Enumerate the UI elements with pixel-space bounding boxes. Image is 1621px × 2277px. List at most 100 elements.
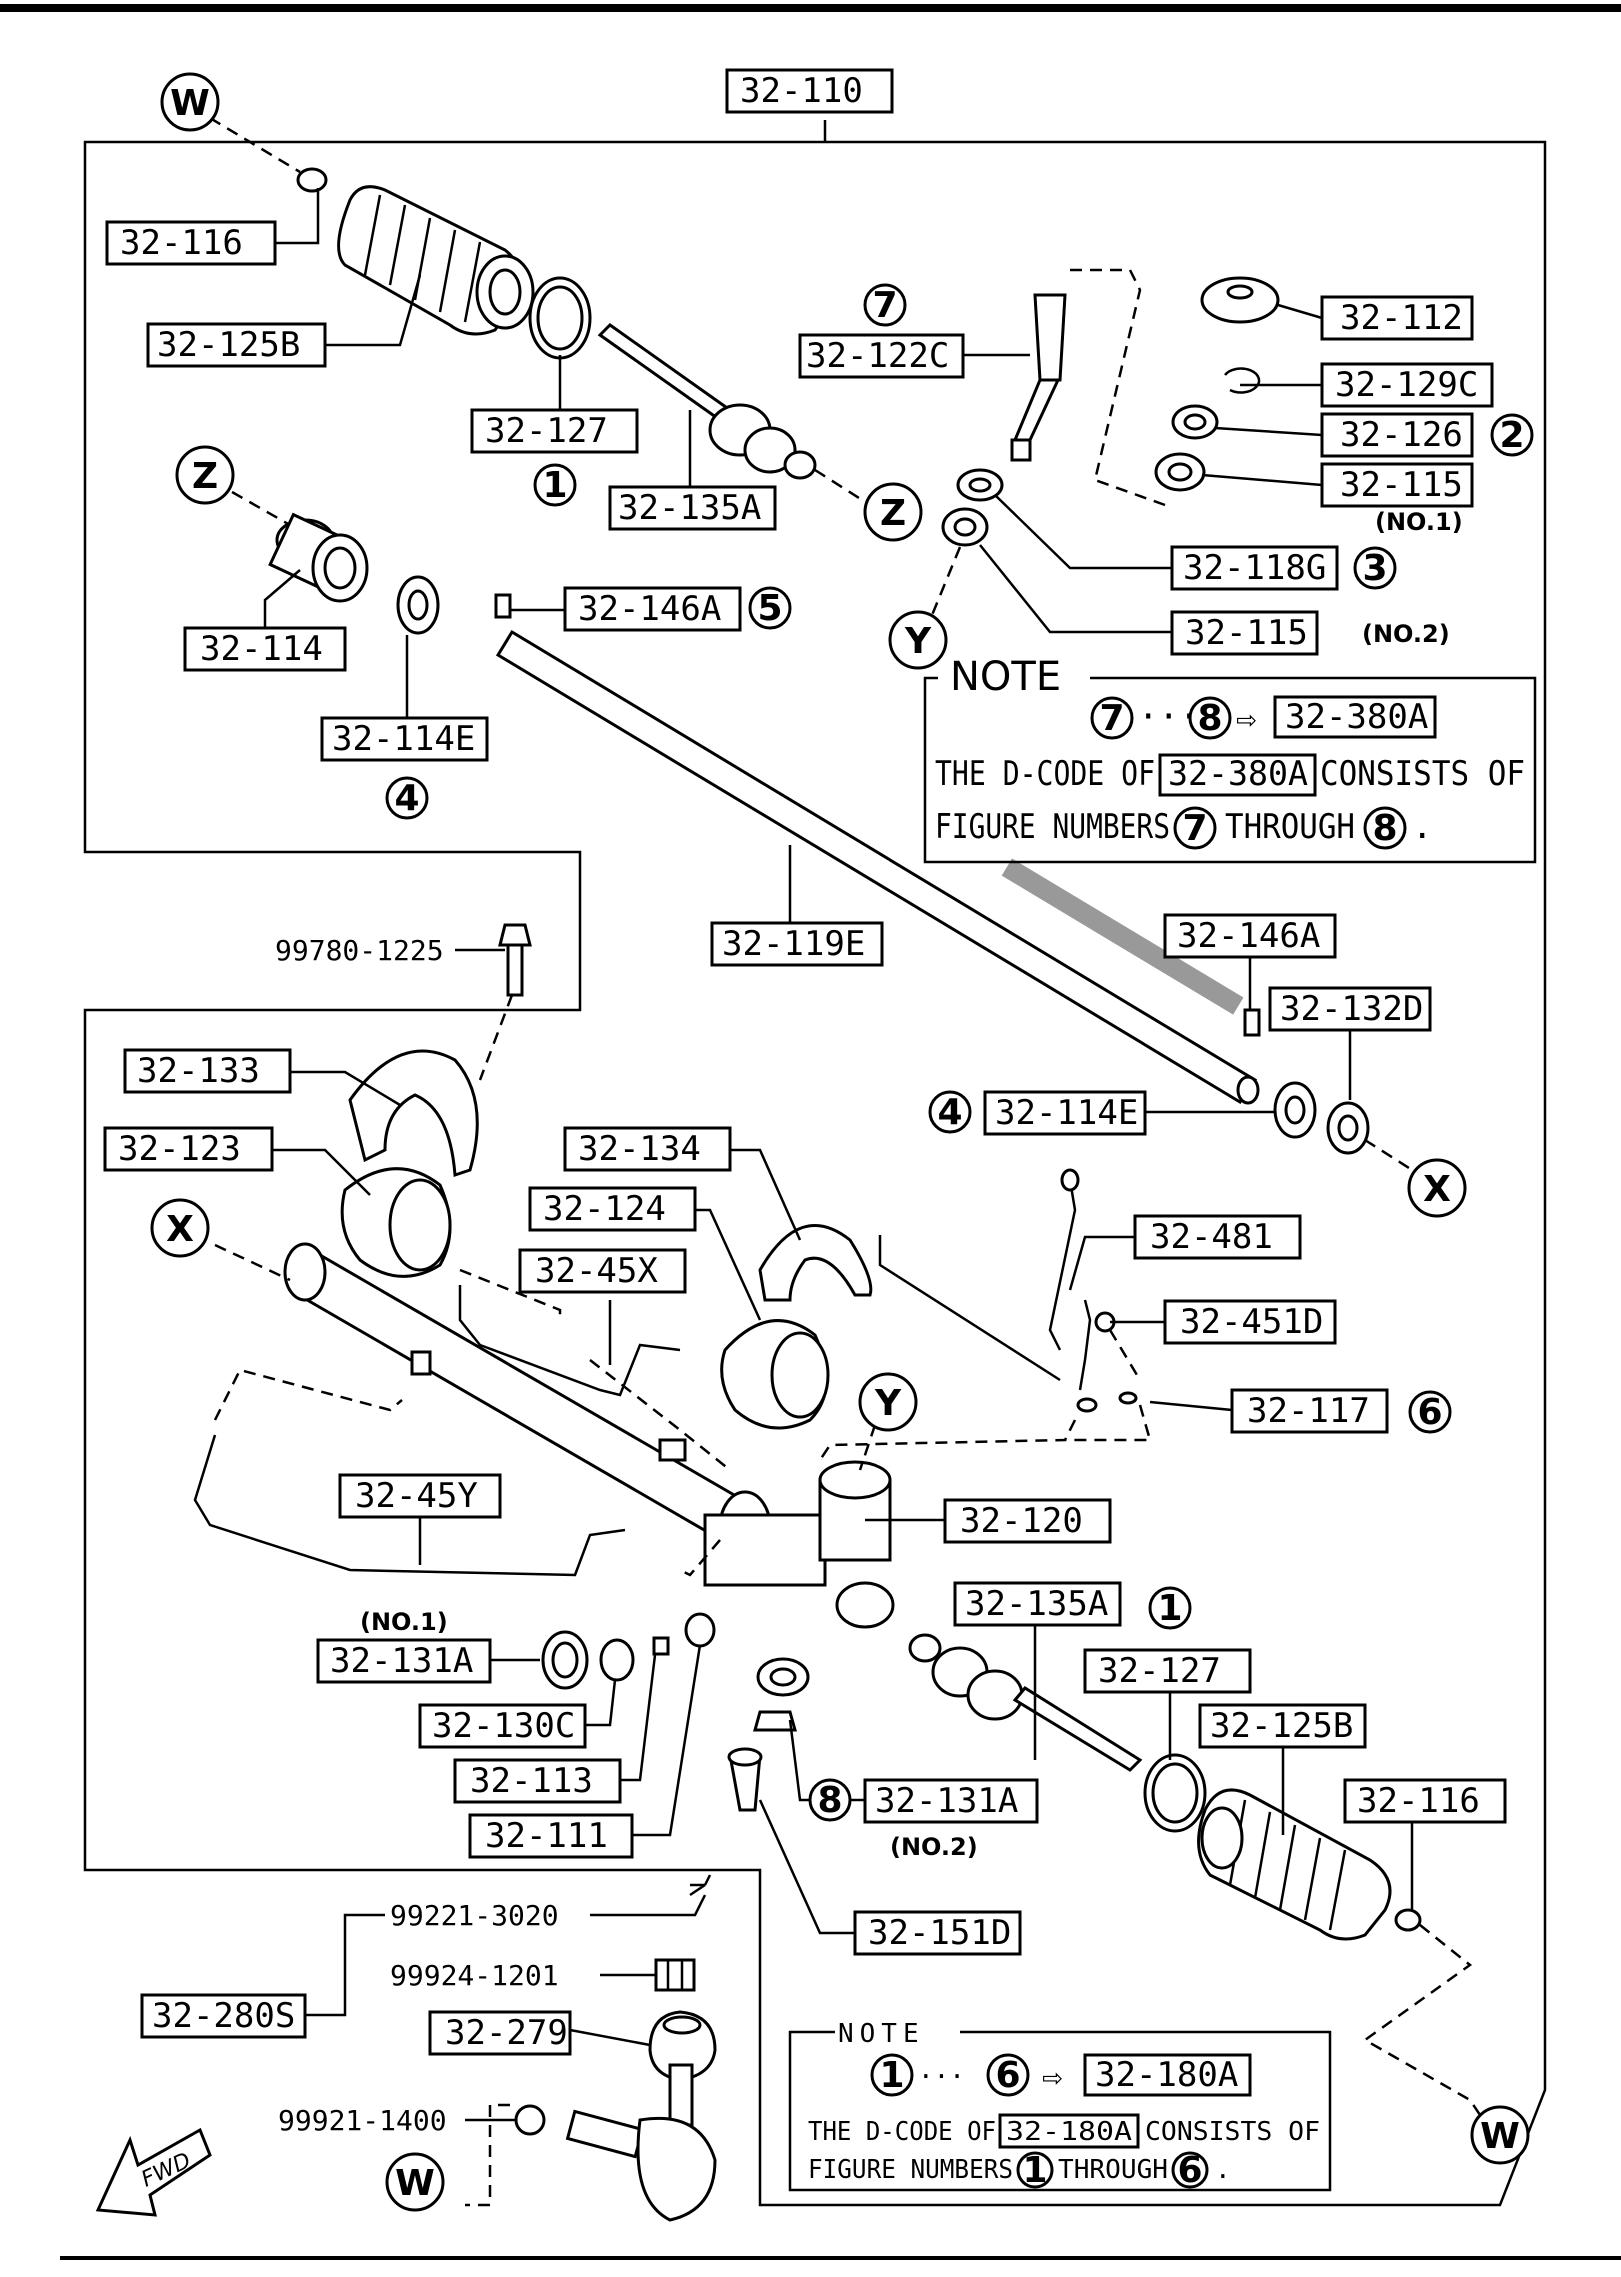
partnum-99924: 99924-1201 [390, 1959, 559, 1992]
marker-1-bot: 1 [1148, 1586, 1192, 1630]
note2-line3-marker-6: 6 [1171, 2150, 1209, 2191]
tie-rod-part [597, 323, 817, 480]
partnum-99221: 99221-3020 [390, 1899, 559, 1932]
callout-32-117: 32-117 [1230, 1388, 1389, 1434]
svg-text:1: 1 [542, 465, 567, 506]
callout-32-45x: 32-45X [518, 1248, 687, 1294]
leader-w-top [209, 116, 301, 174]
svg-text:Y: Y [874, 1383, 902, 1424]
callout-32-131a-no2: 32-131A [863, 1778, 1039, 1824]
callout-32-114e-top: 32-114E [320, 716, 489, 762]
mount-bracket-part [348, 1049, 479, 1178]
mount-bushing-124-face [770, 1331, 830, 1419]
svg-text:W: W [170, 83, 210, 124]
marker-3: 3 [1353, 546, 1397, 590]
svg-text:32-130C: 32-130C [432, 1706, 575, 1746]
note1-line3-marker-8: 8 [1363, 806, 1407, 850]
marker-w-bottom-right: W [1470, 2105, 1530, 2165]
svg-text:32-114E: 32-114E [995, 1093, 1138, 1133]
svg-text:32-134: 32-134 [578, 1129, 701, 1169]
svg-text:32-126: 32-126 [1340, 415, 1463, 455]
svg-text:32-119E: 32-119E [722, 924, 865, 964]
o-ring-part [1076, 1397, 1098, 1413]
svg-text:32-151D: 32-151D [868, 1913, 1011, 1953]
note1-line3-a: FIGURE NUMBERS [935, 807, 1170, 847]
o-ring-leaders [818, 1329, 1152, 1461]
marker-4-mid: 4 [928, 1090, 972, 1134]
boot-ring-lower-part [1143, 1753, 1207, 1833]
marker-4-top: 4 [385, 776, 429, 820]
note1-marker-8: 8 [1188, 696, 1232, 740]
bushing-part [268, 512, 369, 603]
pipe-link [679, 1539, 721, 1577]
mount-bracket-134-part [758, 1224, 873, 1302]
marker-y-top: Y [888, 610, 948, 670]
callout-32-116-top: 32-116 [105, 220, 277, 266]
marker-7-top: 7 [863, 283, 907, 327]
svg-text:32-135A: 32-135A [618, 488, 761, 528]
callout-32-110: 32-110 [725, 68, 894, 114]
callout-32-115-no1: 32-115 [1320, 462, 1474, 508]
marker-1-top: 1 [533, 463, 577, 507]
marker-x-right: X [1407, 1158, 1467, 1218]
lower-bearing-parts [727, 1657, 810, 1812]
note2-line2-ref: 32-180A [1006, 2117, 1132, 2147]
callout-32-123: 32-123 [103, 1126, 274, 1172]
svg-text:32-118G: 32-118G [1183, 548, 1326, 588]
marker-6: 6 [1408, 1390, 1452, 1434]
svg-text:Z: Z [880, 493, 906, 534]
svg-text:32-45Y: 32-45Y [355, 1476, 478, 1516]
callout-32-45y: 32-45Y [338, 1473, 502, 1519]
svg-text:1: 1 [1157, 1588, 1182, 1629]
svg-text:W: W [1480, 2116, 1520, 2157]
callout-32-134: 32-134 [563, 1126, 732, 1172]
svg-text:32-135A: 32-135A [965, 1584, 1108, 1624]
callout-32-114: 32-114 [183, 626, 347, 672]
svg-text:X: X [1423, 1169, 1451, 1210]
bearing-no1-part [1154, 452, 1206, 492]
yoke-parts [541, 1612, 716, 1690]
svg-text:32-114: 32-114 [200, 629, 323, 669]
callout-32-120: 32-120 [943, 1498, 1112, 1544]
leader-y-top [928, 546, 962, 621]
note1-line3-marker-7: 7 [1173, 806, 1217, 850]
note1-title: NOTE [950, 654, 1061, 700]
callout-32-112: 32-112 [1320, 295, 1474, 341]
note1-line3-b: THROUGH [1225, 807, 1355, 847]
callout-32-119e: 32-119E [710, 921, 884, 967]
callout-32-118g: 32-118G [1170, 545, 1339, 591]
cotter-pin-part [689, 1874, 712, 1897]
svg-text:4: 4 [394, 778, 419, 819]
pipe-481-fitting [1060, 1168, 1080, 1192]
svg-text:7: 7 [1099, 698, 1124, 739]
svg-text:32-116: 32-116 [120, 223, 243, 263]
svg-text:8: 8 [1197, 698, 1222, 739]
note2-ref: 32-180A [1095, 2055, 1238, 2095]
leader-bolt [478, 994, 514, 1081]
svg-text:32-116: 32-116 [1357, 1781, 1480, 1821]
svg-text:32-133: 32-133 [137, 1051, 260, 1091]
marker-w-top: W [160, 72, 220, 132]
svg-text:32-111: 32-111 [485, 1816, 608, 1856]
note1-line2-a: THE D-CODE OF [935, 754, 1155, 794]
mount-bushing-face [388, 1178, 452, 1272]
svg-text:8: 8 [1372, 808, 1397, 849]
oil-seal-part [1200, 276, 1280, 324]
leader-lock-nut [465, 2103, 510, 2207]
note2-arrow: ⇨ [1042, 2057, 1063, 2097]
svg-text:6: 6 [995, 2055, 1020, 2096]
note2-line2-b: CONSISTS OF [1145, 2117, 1320, 2147]
pipe-45y-group [213, 1368, 403, 1421]
sublabel-no2-top: (NO.2) [1362, 620, 1450, 648]
note1-line2-b: CONSISTS OF [1320, 754, 1525, 794]
bushing-114e-part [396, 575, 440, 635]
svg-text:32-110: 32-110 [740, 71, 863, 111]
svg-text:32-115: 32-115 [1340, 465, 1463, 505]
svg-text:32-146A: 32-146A [578, 589, 721, 629]
callout-32-127-top: 32-127 [470, 408, 639, 454]
gear-housing-part [283, 1242, 895, 1629]
svg-text:32-125B: 32-125B [157, 325, 300, 365]
note2-marker-1: 1 [870, 2053, 914, 2097]
svg-text:Z: Z [192, 456, 218, 497]
svg-text:32-131A: 32-131A [875, 1781, 1018, 1821]
